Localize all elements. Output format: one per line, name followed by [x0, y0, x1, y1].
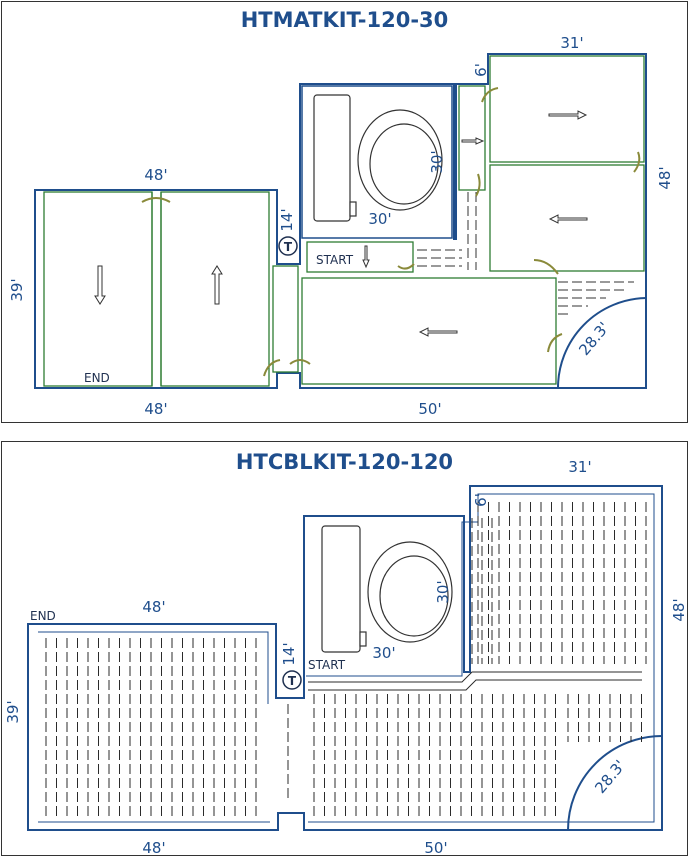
mat-bottom — [301, 277, 557, 385]
end-label: END — [84, 371, 110, 385]
mat-plan-title: HTMATKIT-120-30 — [240, 8, 449, 32]
svg-text:T: T — [288, 674, 297, 688]
dim-top-right: 31' — [560, 34, 583, 52]
toilet-area — [301, 85, 453, 239]
mat-narrow — [272, 265, 299, 373]
dim-left-width-bottom: 48' — [144, 400, 167, 418]
svg-text:T: T — [284, 240, 293, 254]
connecting-leads — [417, 192, 634, 315]
toilet-icon — [321, 525, 453, 653]
dim-left-width-top: 48' — [144, 166, 167, 184]
mat-right-middle — [489, 164, 645, 272]
dim-toilet-width: 30' — [368, 210, 391, 228]
dim-right-height: 48' — [656, 166, 674, 189]
mat-kit-plan: HTMATKIT-120-30 — [1, 1, 688, 423]
dim-arc: 28.3' — [575, 319, 613, 359]
mat-right-top — [489, 55, 645, 163]
dim-left-width-bottom: 48' — [142, 839, 165, 857]
dim-notch: 14' — [280, 642, 298, 665]
mat-start — [306, 241, 414, 273]
heating-cable-runs — [45, 502, 647, 818]
mat-plan-drawing: T START END 48' 48' 50' 31' 30' 39' 14' … — [8, 34, 674, 418]
thermostat-icon: T — [282, 670, 302, 690]
turn-arrows — [141, 87, 641, 377]
dim-top-right: 31' — [568, 458, 591, 476]
room-wall-outline — [27, 485, 663, 831]
dim-toilet-depth: 30' — [434, 580, 452, 603]
dim-top-step: 6' — [472, 63, 490, 77]
start-label: START — [308, 658, 346, 672]
cable-plan-drawing: T START END 48' 48' 50' 31' 30' 39' 14' … — [4, 458, 688, 857]
dim-top-step: 6' — [472, 493, 490, 507]
arc-corner — [557, 297, 647, 389]
dim-right-height: 48' — [670, 598, 688, 621]
toilet-icon — [313, 94, 443, 222]
end-label: END — [30, 609, 56, 623]
dim-toilet-depth: 30' — [428, 150, 446, 173]
cable-plan-title: HTCBLKIT-120-120 — [235, 450, 454, 474]
mat-vertical-small — [458, 85, 486, 191]
start-label: START — [316, 253, 354, 267]
arc-corner — [567, 735, 663, 831]
direction-arrows — [94, 110, 588, 337]
dim-bottom-right: 50' — [424, 839, 447, 857]
cable-lead — [308, 671, 642, 691]
dim-left-height: 39' — [8, 278, 26, 301]
thermostat-icon: T — [278, 236, 298, 256]
dim-left-height: 39' — [4, 700, 22, 723]
dim-bottom-right: 50' — [418, 400, 441, 418]
dim-notch: 14' — [278, 208, 296, 231]
dim-left-width-top: 48' — [142, 598, 165, 616]
room-wall-outline — [34, 53, 647, 389]
cable-kit-plan: HTCBLKIT-120-120 T START END 48' 48' 50 — [1, 441, 688, 857]
dim-toilet-width: 30' — [372, 644, 395, 662]
